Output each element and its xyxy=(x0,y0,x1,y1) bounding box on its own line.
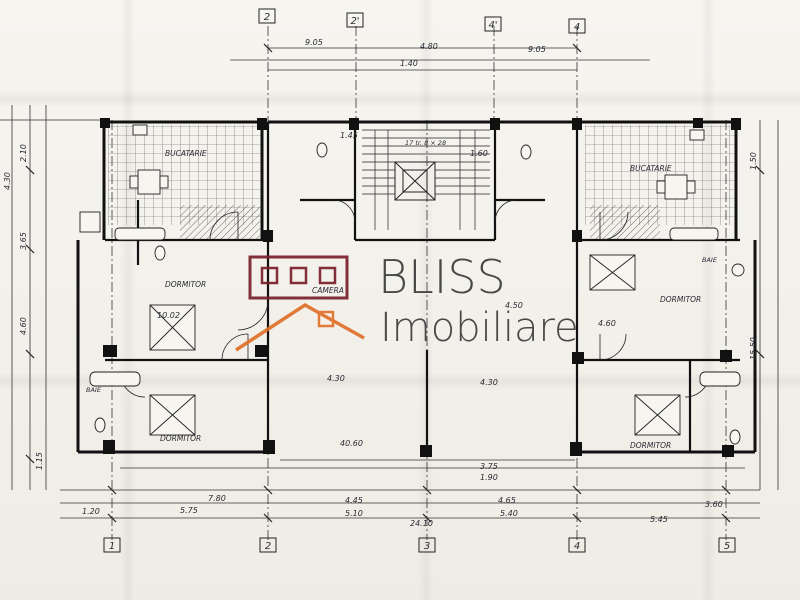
room-labels: BUCATARIE BUCATARIE DORMITOR DORMITOR DO… xyxy=(86,139,718,450)
room-label-dormitor-left-bottom: DORMITOR xyxy=(160,434,201,443)
dim-text: 1.20 xyxy=(82,507,100,516)
dim-text: 7.80 xyxy=(208,494,226,503)
dim-text: 4.50 xyxy=(505,301,523,310)
dimension-labels: 9.05 4.80 1.40 9.05 4.30 4.30 1.60 1.45 … xyxy=(3,38,758,528)
svg-text:1: 1 xyxy=(109,541,115,552)
dim-text: 15.50 xyxy=(749,337,758,360)
dim-text: 1.50 xyxy=(749,152,758,170)
svg-text:2: 2 xyxy=(265,541,271,552)
dim-text: 5.75 xyxy=(180,506,198,515)
axis-marker: 5 xyxy=(718,537,736,553)
axis-markers-top: 2 2' 4' 4 xyxy=(258,8,586,34)
dim-text: 1.60 xyxy=(470,149,488,158)
logo-house-icon xyxy=(235,255,365,352)
bliss-logo: BLISS Imobiliare xyxy=(235,250,579,352)
brand-name-top: BLISS xyxy=(378,250,506,304)
axis-marker: 4' xyxy=(484,16,502,32)
axis-marker: 2 xyxy=(258,8,276,24)
axis-marker: 4 xyxy=(568,18,586,34)
dimension-ticks xyxy=(25,43,765,523)
dim-text: 4.60 xyxy=(19,317,28,335)
dim-text: 3.75 xyxy=(480,462,498,471)
dim-text: 1.15 xyxy=(35,452,44,470)
room-label-dormitor-left-top: DORMITOR xyxy=(165,280,206,289)
room-label-camera: CAMERA xyxy=(312,286,344,295)
axis-marker: 1 xyxy=(103,537,121,553)
dim-text: 4.30 xyxy=(480,378,498,387)
axis-marker: 2 xyxy=(259,537,277,553)
dim-text: 1.90 xyxy=(480,473,498,482)
furniture xyxy=(79,124,745,445)
dim-text: 2.10 xyxy=(19,144,28,162)
svg-text:5: 5 xyxy=(724,541,730,552)
dim-text: 4.65 xyxy=(498,496,516,505)
brand-name-bottom: Imobiliare xyxy=(380,305,579,351)
svg-text:4': 4' xyxy=(488,20,497,31)
paper-fold xyxy=(0,372,800,390)
dim-text: 9.05 xyxy=(305,38,323,47)
stair-core xyxy=(362,129,490,230)
dim-text: 24.10 xyxy=(410,519,433,528)
paper-fold xyxy=(0,90,800,108)
svg-text:4: 4 xyxy=(574,22,580,33)
stair-label: 17 tr. 8 × 28 xyxy=(405,139,446,147)
structural-columns xyxy=(100,118,741,457)
kitchen-tiles xyxy=(108,125,735,240)
dim-text: 5.40 xyxy=(500,509,518,518)
room-label-baie-left: BAIE xyxy=(86,386,102,394)
dim-text: 1.40 xyxy=(400,59,418,68)
svg-text:3: 3 xyxy=(424,541,430,552)
svg-text:2': 2' xyxy=(350,16,359,27)
dim-text: 5.10 xyxy=(345,509,363,518)
dim-text: 4.30 xyxy=(327,374,345,383)
room-label-bucatarie-right: BUCATARIE xyxy=(630,164,672,173)
axis-marker: 3 xyxy=(418,537,436,553)
axis-marker: 4 xyxy=(568,537,586,553)
room-label-baie-right: BAIE xyxy=(702,256,718,264)
room-label-dormitor-right-bottom: DORMITOR xyxy=(630,441,671,450)
dim-text: 40.60 xyxy=(340,439,363,448)
axis-marker: 2' xyxy=(346,12,364,28)
svg-text:2: 2 xyxy=(264,12,270,23)
axis-markers-bottom: 1 2 3 4 5 xyxy=(103,537,736,553)
dim-text: 4.30 xyxy=(3,172,12,190)
dim-text: 3.60 xyxy=(705,500,723,509)
dim-text: 1.45 xyxy=(340,131,358,140)
dim-text: 4.60 xyxy=(598,319,616,328)
dim-text: 10.02 xyxy=(157,311,180,320)
room-label-dormitor-right-top: DORMITOR xyxy=(660,295,701,304)
svg-text:4: 4 xyxy=(574,541,580,552)
dim-text: 4.80 xyxy=(420,42,438,51)
dim-text: 5.45 xyxy=(650,515,668,524)
dim-text: 9.05 xyxy=(528,45,546,54)
dim-text: 3.65 xyxy=(19,232,28,250)
dim-text: 4.45 xyxy=(345,496,363,505)
room-label-bucatarie-left: BUCATARIE xyxy=(165,149,207,158)
